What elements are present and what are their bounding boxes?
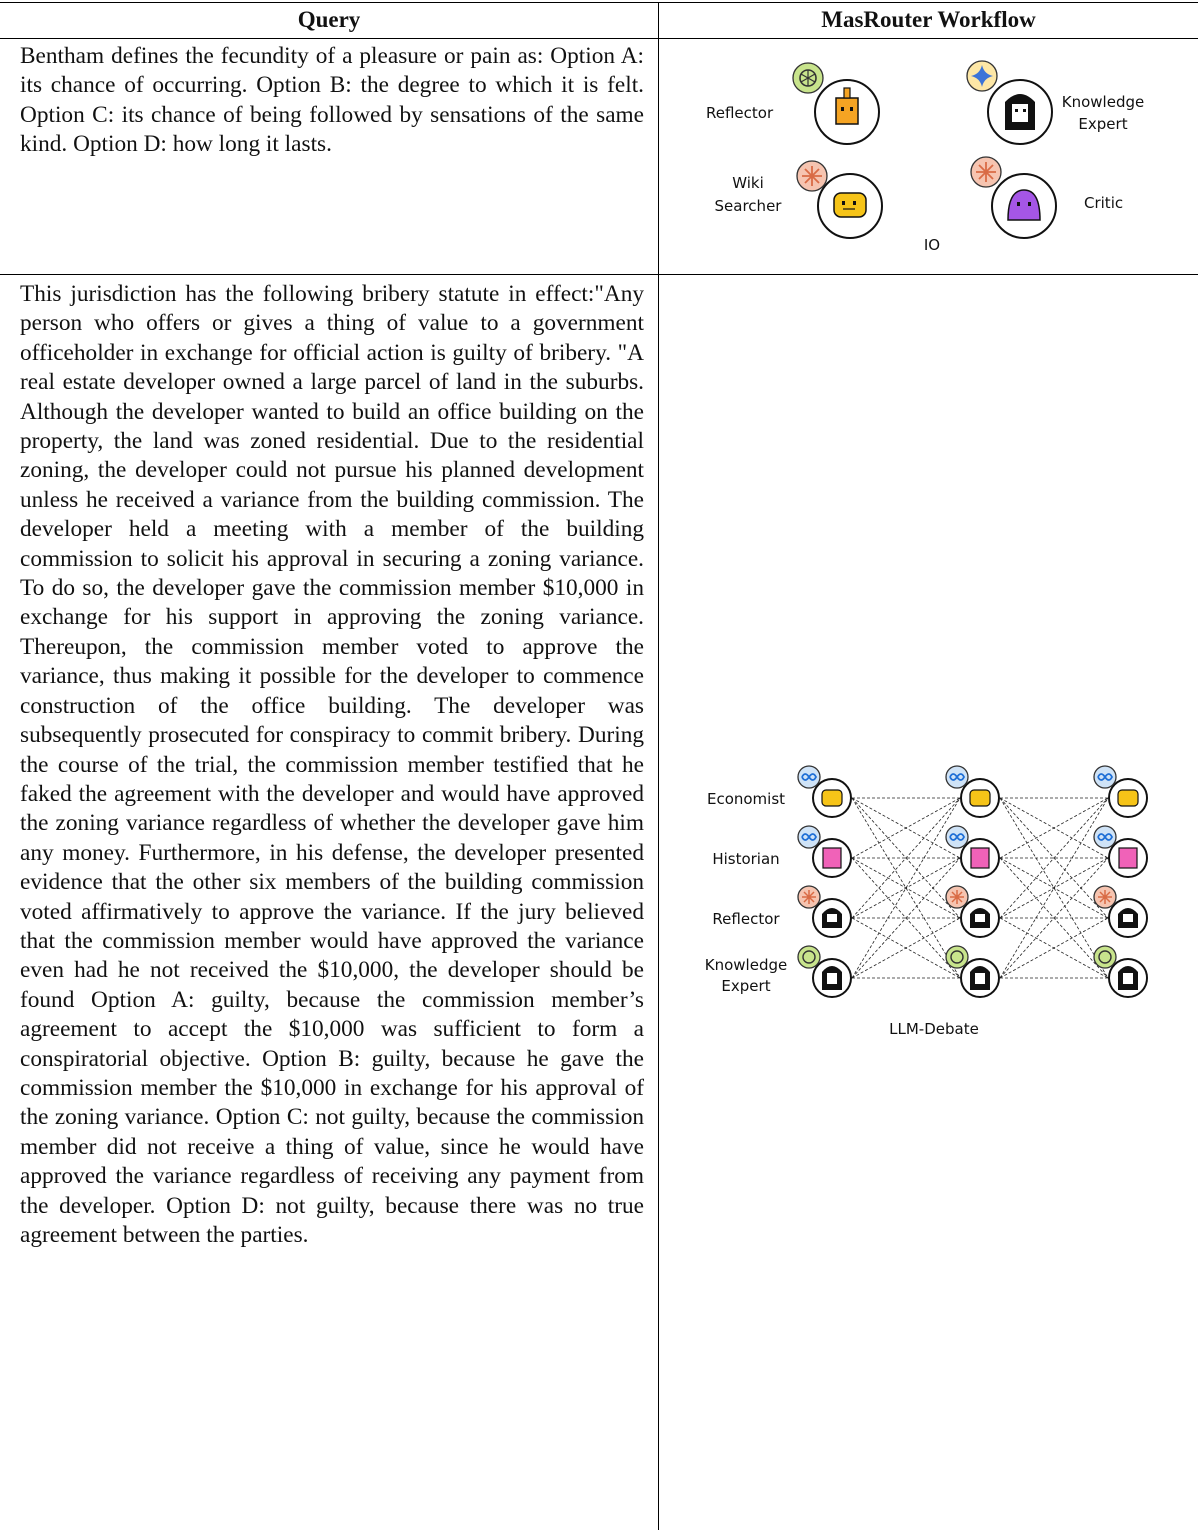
label-line-expert: Expert — [1078, 115, 1127, 133]
edge — [999, 857, 1109, 979]
query-cell-1: Bentham defines the fecundity of a pleas… — [20, 43, 644, 158]
agent-label-reflector: Reflector — [706, 104, 774, 122]
debate-node-economist — [945, 765, 1000, 818]
orange-bot-icon — [835, 87, 859, 125]
label-line-wiki: Wiki — [732, 174, 764, 192]
pink-princess-icon — [970, 847, 990, 869]
edge — [851, 797, 961, 919]
edge — [851, 917, 961, 979]
edge — [999, 797, 1109, 859]
debate-node-historian — [797, 825, 852, 878]
label-line-expert: Expert — [721, 977, 770, 995]
query-cell-2: This jurisdiction has the following brib… — [20, 281, 644, 1248]
edge — [851, 797, 961, 859]
debate-round-1 — [797, 765, 852, 998]
debate-node-knowledge-expert — [797, 945, 852, 998]
debate-node-historian — [1093, 825, 1148, 878]
debate-node-reflector — [1093, 885, 1148, 938]
agent-label-critic: Critic — [1084, 194, 1123, 212]
pink-princess-icon — [1118, 847, 1138, 869]
openai-icon — [792, 62, 824, 94]
debate-round-2 — [945, 765, 1000, 998]
workflow-column-header: MasRouter Workflow — [821, 7, 1036, 32]
table-header-rule — [0, 38, 1198, 40]
debate-node-economist — [797, 765, 852, 818]
pink-princess-icon — [822, 847, 842, 869]
debate-node-economist — [1093, 765, 1148, 818]
agent-reflector: Reflector — [706, 62, 880, 145]
workflow-name-llm-debate: LLM-Debate — [889, 1020, 979, 1038]
label-line-searcher: Searcher — [715, 197, 783, 215]
agent-label-historian: Historian — [712, 850, 779, 868]
column-divider — [658, 2, 660, 1530]
workflow-name-io: IO — [924, 236, 940, 254]
debate-node-reflector — [945, 885, 1000, 938]
openai-icon — [1093, 945, 1117, 969]
agent-critic: Critic — [970, 156, 1123, 239]
debate-node-reflector — [797, 885, 852, 938]
claude-icon — [970, 156, 1002, 188]
gemini-icon — [966, 60, 998, 92]
label-line-knowledge: Knowledge — [705, 956, 787, 974]
agent-label-reflector: Reflector — [712, 910, 780, 928]
dark-hair-girl-icon — [1005, 94, 1035, 130]
agent-label-economist: Economist — [707, 790, 785, 808]
label-line-knowledge: Knowledge — [1062, 93, 1144, 111]
llm-debate-diagram: Economist Historian Reflector KnowledgeE… — [705, 765, 1148, 1038]
debate-node-knowledge-expert — [1093, 945, 1148, 998]
table-top-rule — [0, 2, 1198, 4]
debate-edges — [851, 797, 1109, 979]
yellow-blob-icon — [969, 789, 991, 807]
edge — [851, 857, 961, 979]
debate-node-historian — [945, 825, 1000, 878]
purple-slime-icon — [1007, 189, 1041, 221]
yellow-blob-icon — [1117, 789, 1139, 807]
table-row-rule — [0, 274, 1198, 276]
openai-icon — [797, 945, 821, 969]
edge — [851, 857, 961, 919]
debate-node-knowledge-expert — [945, 945, 1000, 998]
claude-icon — [796, 160, 828, 192]
query-column-header: Query — [297, 7, 361, 32]
openai-icon — [945, 945, 969, 969]
yellow-blob-icon — [833, 192, 867, 218]
edge — [999, 917, 1109, 979]
edge — [999, 797, 1109, 919]
debate-round-3 — [1093, 765, 1148, 998]
edge — [999, 857, 1109, 919]
yellow-blob-icon — [821, 789, 843, 807]
